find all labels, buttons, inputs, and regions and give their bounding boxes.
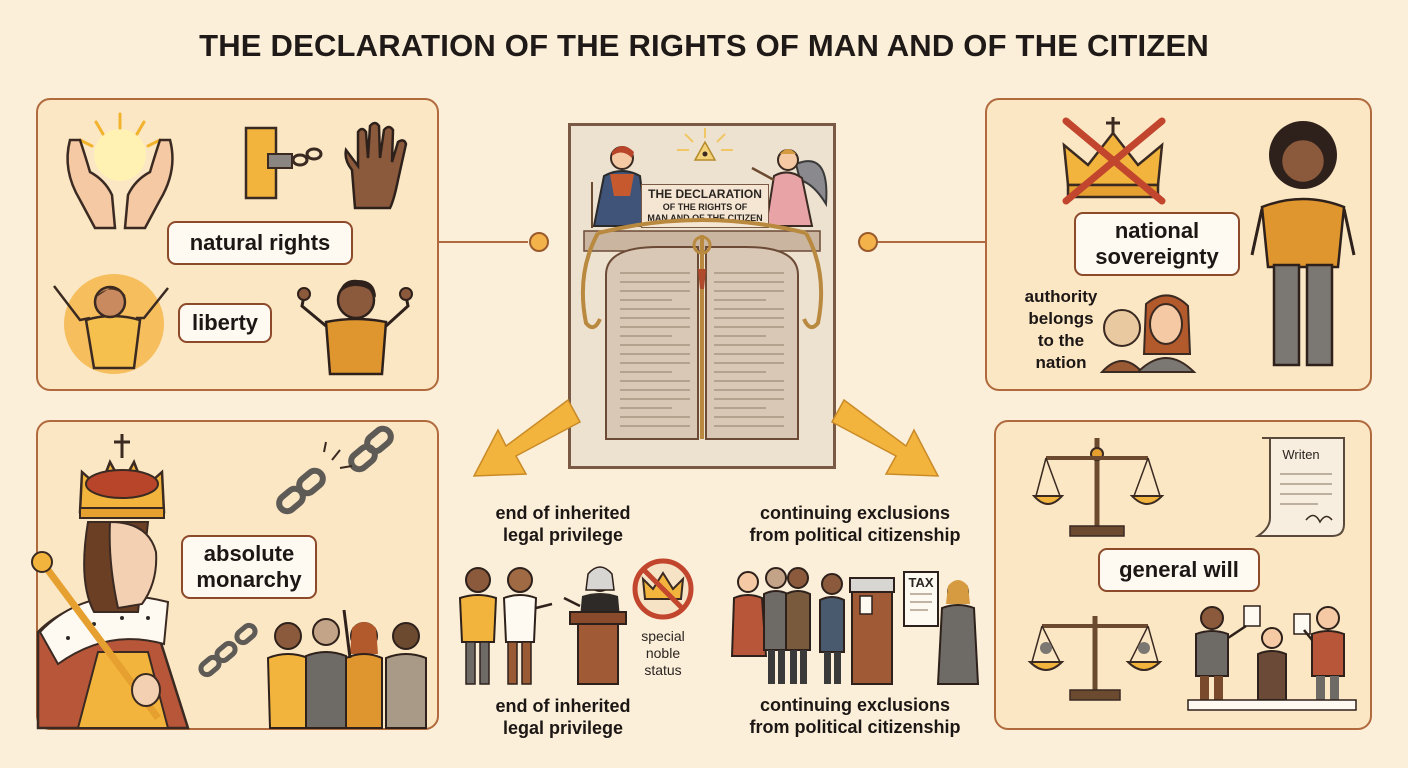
scales-of-justice-icon (1031, 438, 1165, 537)
absolute-monarchy-label-line2: monarchy (196, 567, 302, 592)
voting-citizens-icon (1187, 605, 1357, 711)
commoners-and-judge-icon (458, 566, 627, 685)
authority-note: authority belongs to the nation (1006, 286, 1116, 374)
allegorical-figure-france-icon (591, 146, 648, 228)
natural-rights-label: natural rights (167, 221, 353, 265)
authority-note-line1: authority (1024, 287, 1098, 306)
eye-of-providence-icon (677, 128, 733, 161)
written-law-scroll-icon (1254, 437, 1345, 537)
balanced-scales-citizens-icon (1027, 616, 1163, 701)
absolute-monarchy-label-line1: absolute (203, 541, 295, 566)
declaration-banner-line2: OF THE RIGHTS OF (662, 202, 748, 212)
liberty-label: liberty (178, 303, 272, 343)
broken-chain-icon (276, 425, 394, 515)
exclusions-caption-top-line1: continuing exclusions (759, 503, 951, 523)
declaration-banner-line1: THE DECLARATION (648, 187, 762, 201)
noble-status-note: special noble status (628, 628, 698, 679)
page-title: THE DECLARATION OF THE RIGHTS OF MAN AND… (199, 28, 1209, 63)
noble-status-note-line3: status (644, 662, 682, 678)
crossed-out-crown-icon (1062, 117, 1166, 205)
freed-crowd-icon (198, 609, 427, 729)
women-citizens-icon (1099, 294, 1197, 373)
privilege-caption-bottom-line1: end of inherited (495, 696, 631, 716)
open-hands-light-icon (66, 112, 174, 230)
no-noble-crown-icon (632, 558, 694, 620)
national-sovereignty-label-line1: national (1114, 218, 1200, 243)
tax-document-label: TAX (908, 575, 934, 590)
scroll-text: Writen (1282, 447, 1320, 462)
king-with-scepter-icon (31, 434, 190, 730)
declaration-banner-line3: MAN AND OF THE CITIZEN (647, 213, 763, 223)
celebrating-child-icon (53, 274, 169, 374)
rights-tablets (580, 218, 824, 440)
exclusions-caption-bottom-line2: from political citizenship (749, 717, 961, 737)
national-sovereignty-label-line2: sovereignty (1095, 244, 1219, 269)
allegorical-angel-icon (751, 149, 828, 227)
raised-hand-icon (344, 121, 408, 210)
exclusions-caption-top-line2: from political citizenship (749, 525, 961, 545)
raised-fists-person-icon (297, 279, 413, 376)
noble-status-note-line2: noble (645, 645, 681, 661)
authority-note-line3: to the (1037, 331, 1085, 350)
left-arrow-to-privilege (472, 398, 582, 477)
right-arrow-to-exclusions (830, 398, 940, 477)
exclusions-caption-bottom: continuing exclusions from political cit… (728, 694, 982, 738)
general-will-label: general will (1098, 548, 1260, 592)
standing-citizen-icon (1250, 121, 1356, 367)
privilege-caption-bottom-line2: legal privilege (502, 718, 624, 738)
exclusions-caption-bottom-line1: continuing exclusions (759, 695, 951, 715)
authority-note-line4: nation (1035, 353, 1087, 372)
authority-note-line2: belongs (1028, 309, 1094, 328)
excluded-citizens-ballot-icon (730, 567, 980, 685)
breaking-chain-icon (244, 126, 323, 200)
national-sovereignty-label: national sovereignty (1074, 212, 1240, 276)
privilege-caption-top-line1: end of inherited (495, 503, 631, 523)
privilege-caption-bottom: end of inherited legal privilege (468, 695, 658, 739)
privilege-caption-top-line2: legal privilege (502, 525, 624, 545)
privilege-caption-top: end of inherited legal privilege (468, 502, 658, 546)
noble-status-note-line1: special (641, 628, 685, 644)
absolute-monarchy-label: absolute monarchy (181, 535, 317, 599)
exclusions-caption-top: continuing exclusions from political cit… (728, 502, 982, 546)
